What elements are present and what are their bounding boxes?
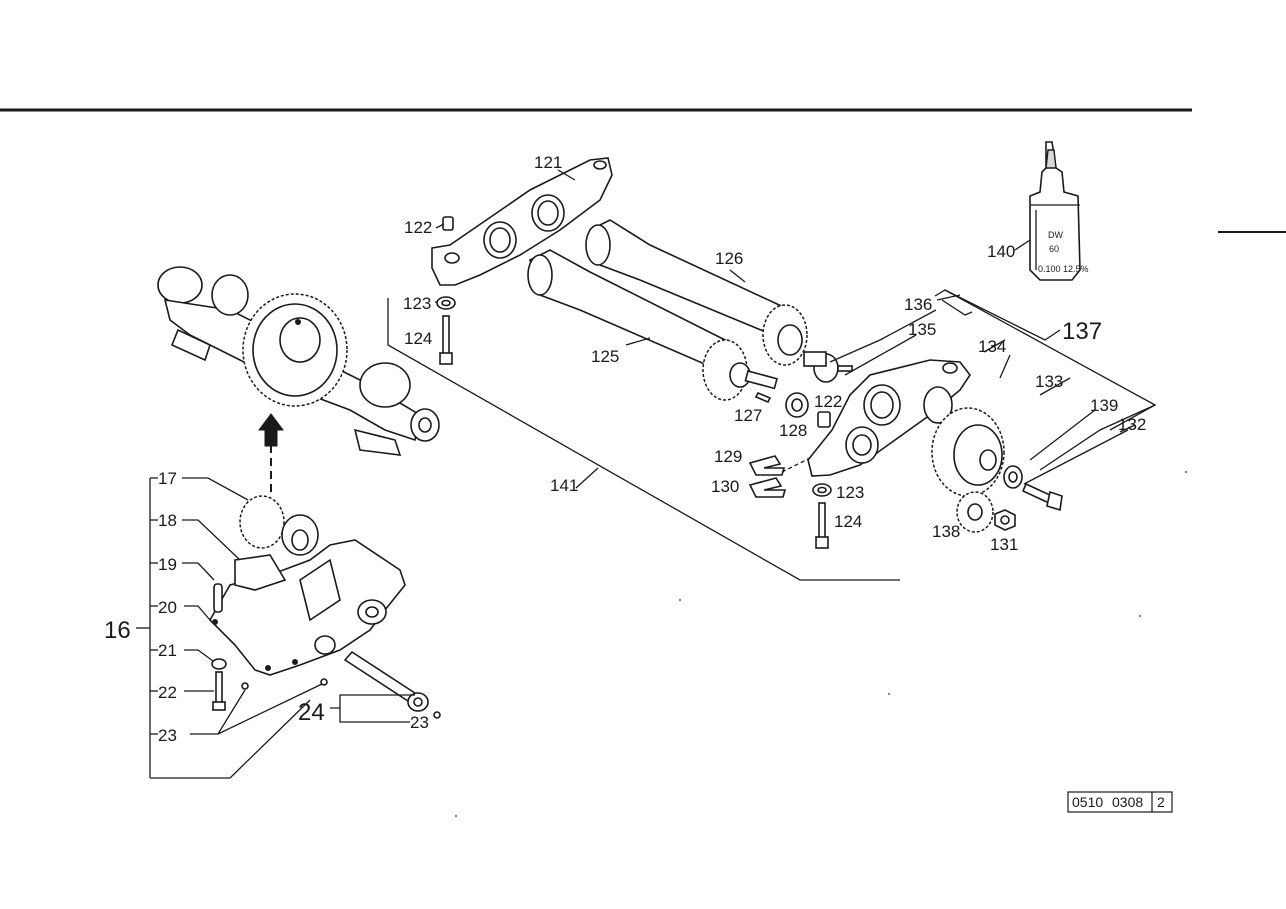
nut-131 [994, 509, 1016, 531]
thrust-washer-128 [785, 392, 809, 418]
scan-specks [455, 471, 1187, 817]
bearing-bracket-134 [807, 359, 971, 477]
callout-21: 21 [158, 641, 177, 660]
group-137-line [944, 289, 1157, 471]
callout-133: 133 [1035, 372, 1063, 391]
assembly-direction-arrow [258, 413, 284, 495]
balance-shaft-125 [527, 249, 778, 401]
shaft-stub-136 [803, 351, 853, 383]
callout-22: 22 [158, 683, 177, 702]
dowel-122 [442, 216, 831, 428]
callout-23: 23 [158, 726, 177, 745]
callout-139: 139 [1090, 396, 1118, 415]
key-127 [754, 391, 772, 404]
callout-141: 141 [550, 476, 578, 495]
ball-23 [241, 678, 441, 719]
callout-128: 128 [779, 421, 807, 440]
callout-123: 123 [403, 294, 431, 313]
callout-19: 19 [158, 555, 177, 574]
callout-123-right: 123 [836, 483, 864, 502]
callout-132: 132 [1118, 415, 1146, 434]
sealant-bottle-140: DW 60 0.100 12.5% [1029, 141, 1089, 281]
oil-pump-housing [209, 539, 406, 676]
oil-pump-gear [239, 495, 319, 556]
callout-122: 122 [404, 218, 432, 237]
washer-21 [211, 658, 227, 670]
callout-17: 17 [158, 469, 177, 488]
document-sheet-number: 2 [1157, 794, 1165, 810]
bolt-124 [439, 315, 829, 549]
callout-16: 16 [104, 617, 131, 644]
callout-138: 138 [932, 522, 960, 541]
callout-20: 20 [158, 598, 177, 617]
bottle-label-line1: DW [1048, 230, 1063, 240]
callout-121: 121 [534, 153, 562, 172]
callout-124-right: 124 [834, 512, 862, 531]
bolt-132 [1021, 482, 1063, 512]
gear-133 [931, 407, 1005, 497]
washer-123 [436, 296, 832, 497]
callout-122-right: 122 [814, 392, 842, 411]
callout-129: 129 [714, 447, 742, 466]
callout-140: 140 [987, 242, 1015, 261]
shim-129-130 [748, 455, 787, 498]
washer-139 [1003, 465, 1023, 489]
callout-137: 137 [1062, 318, 1102, 345]
callout-130: 130 [711, 477, 739, 496]
bottle-label-line3: 0.100 12.5% [1038, 264, 1089, 274]
document-code-part1: 0510 [1072, 794, 1103, 810]
callout-131: 131 [990, 535, 1018, 554]
callout-23-shaft: 23 [410, 713, 429, 732]
bottle-label-line2: 60 [1049, 244, 1059, 254]
gear-138 [956, 491, 994, 533]
crankshaft-gear [242, 293, 348, 407]
callout-24: 24 [298, 699, 325, 726]
callout-134: 134 [978, 337, 1006, 356]
callout-124: 124 [404, 329, 432, 348]
document-code-part2: 0308 [1112, 794, 1143, 810]
balance-shaft-126 [585, 219, 808, 366]
callout-126: 126 [715, 249, 743, 268]
document-code-box: 0510 0308 2 [1067, 791, 1173, 813]
callout-18: 18 [158, 511, 177, 530]
balancer-bracket-121 [431, 157, 613, 286]
callout-136: 136 [904, 295, 932, 314]
pin-19 [213, 583, 223, 613]
callout-125: 125 [591, 347, 619, 366]
bolt-22 [212, 671, 226, 711]
callout-127: 127 [734, 406, 762, 425]
group-141-line [387, 298, 900, 581]
shaft-24 [343, 650, 429, 712]
callout-135: 135 [908, 320, 936, 339]
